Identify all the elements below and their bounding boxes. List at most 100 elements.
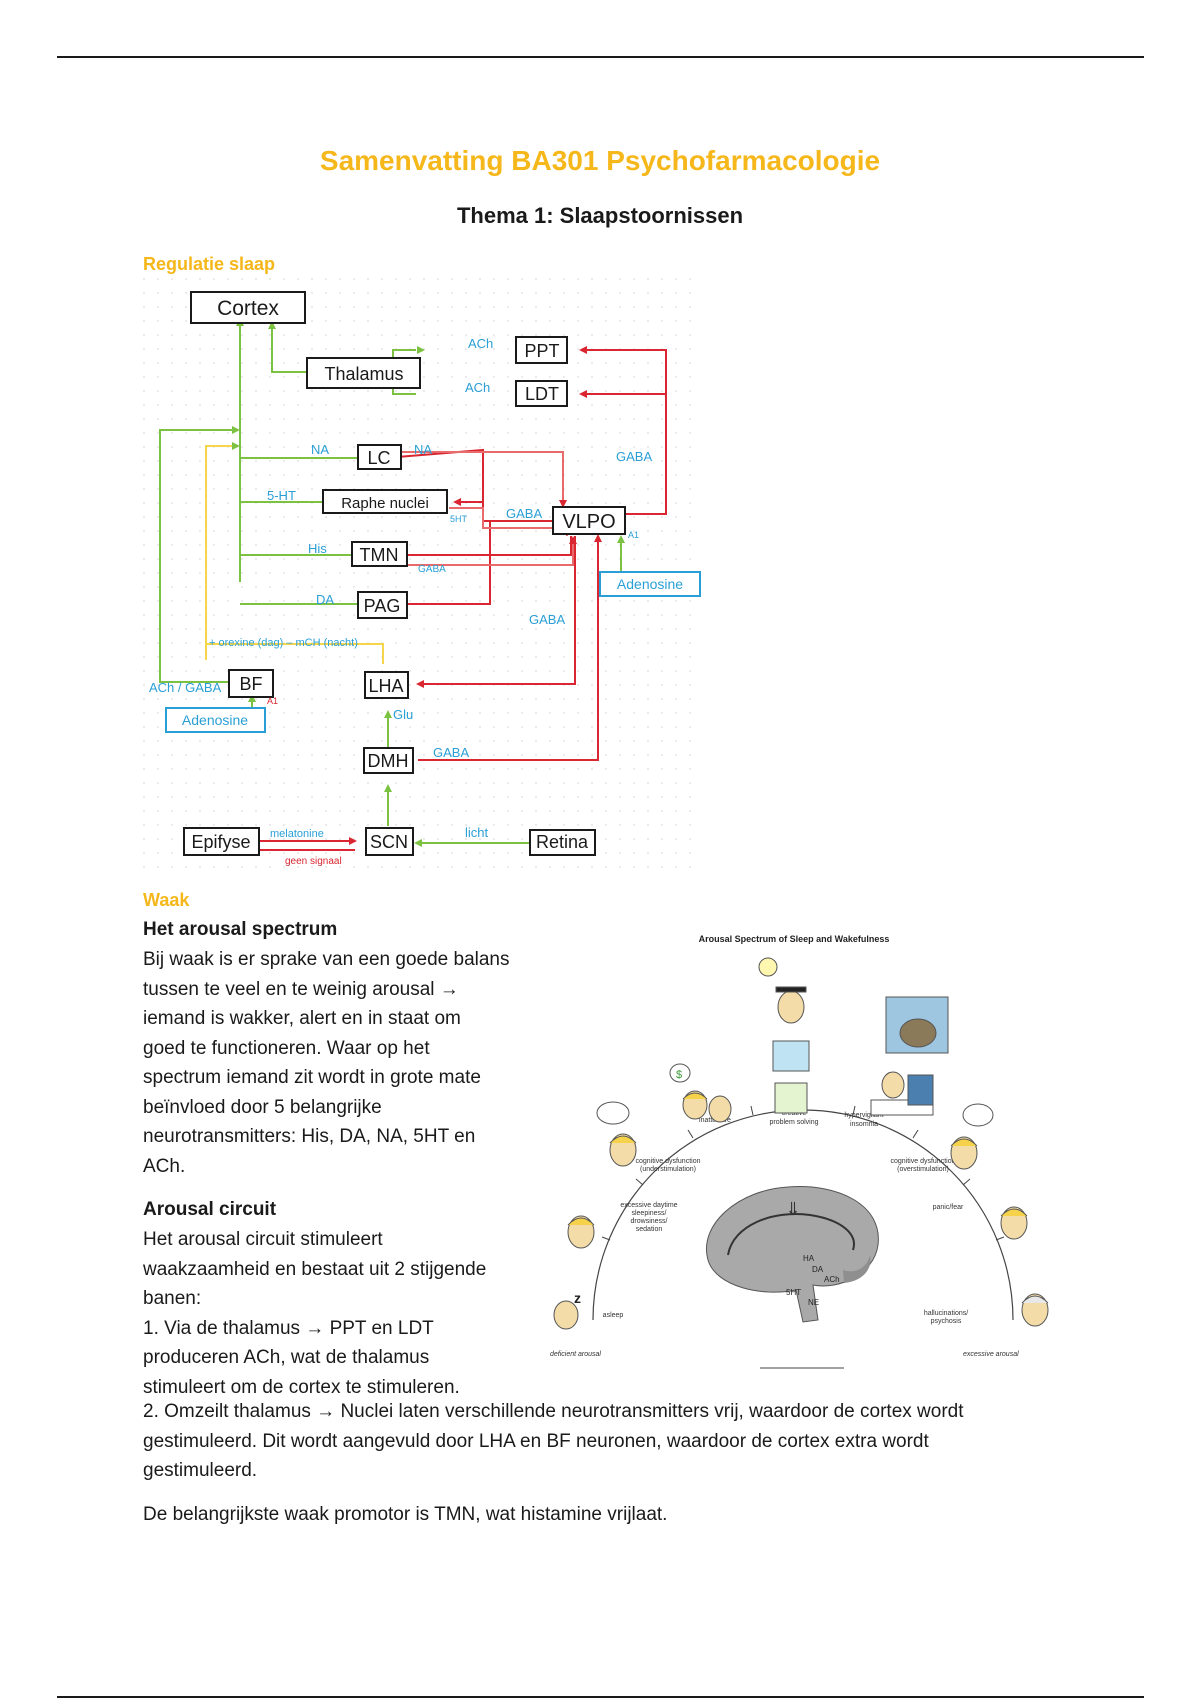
paragraph-omzeilt-thalamus: 2. Omzeilt thalamus → Nuclei laten versc… <box>143 1397 1063 1529</box>
alert-face-icon <box>772 1040 810 1114</box>
label-insomnia: insomnia <box>850 1121 878 1128</box>
paragraph-line: 1. Via de thalamus → PPT en LDT <box>143 1317 434 1339</box>
label-cogdys-under: cognitive dysfunction <box>636 1158 701 1165</box>
label-glu: Glu <box>393 707 413 722</box>
label-his: His <box>308 541 327 556</box>
label-5ht: 5-HT <box>267 488 296 503</box>
insomnia-face-icon <box>870 1071 934 1116</box>
paragraph-line: produceren ACh, wat de thalamus <box>143 1347 430 1368</box>
label-a1-bf: A1 <box>267 696 278 706</box>
paragraph-arousal-spectrum: Bij waak is er sprake van een goede bala… <box>143 945 510 1181</box>
node-dmh: DMH <box>368 751 409 771</box>
label-5ht-fig: 5HT <box>786 1288 801 1297</box>
label-sleepiness: sleepiness/ <box>631 1210 666 1217</box>
paragraph-line: neurotransmitters: His, DA, NA, 5HT en <box>143 1126 476 1147</box>
label-5ht-small: 5HT <box>450 514 468 524</box>
psychotic-face-icon <box>1021 1293 1049 1327</box>
node-lha: LHA <box>368 676 403 696</box>
figure-title: Arousal Spectrum of Sleep and Wakefulnes… <box>699 934 890 944</box>
node-vlpo: VLPO <box>562 511 615 533</box>
label-a1-vlpo: A1 <box>628 530 639 540</box>
node-ldt: LDT <box>525 384 559 404</box>
label-gaba-raphe: GABA <box>506 506 542 521</box>
node-adenosine-vlpo: Adenosine <box>617 576 683 592</box>
label-deficient-arousal: deficient arousal <box>550 1351 601 1358</box>
label-hallucinations: hallucinations/ <box>924 1310 968 1317</box>
label-da-fig: DA <box>812 1265 824 1274</box>
node-tmn: TMN <box>360 545 399 565</box>
paragraph-line: iemand is wakker, alert en in staat om <box>143 1008 461 1029</box>
down-arrow-icon: ⇓ <box>785 1199 800 1219</box>
label-drowsiness: drowsiness/ <box>631 1218 668 1225</box>
label-ach-gaba: ACh / GABA <box>149 680 222 695</box>
paragraph-line: stimuleert om de cortex te stimuleren. <box>143 1376 460 1398</box>
label-overstimulation: (overstimulation) <box>897 1166 949 1173</box>
node-scn: SCN <box>370 832 408 852</box>
label-ach-fig: ACh <box>824 1275 840 1284</box>
label-understimulation: (understimulation) <box>640 1166 696 1173</box>
paragraph-line: beïnvloed door 5 belangrijke <box>143 1096 382 1118</box>
bottom-rule <box>57 1696 1144 1698</box>
drowsy-face-icon <box>567 1215 595 1249</box>
node-thalamus: Thalamus <box>324 364 403 384</box>
label-eds: excessive daytime <box>620 1202 677 1209</box>
label-ne-fig: NE <box>808 1298 819 1307</box>
label-gaba-lha: GABA <box>529 612 565 627</box>
top-rule <box>57 56 1144 58</box>
label-psychosis: psychosis <box>931 1318 962 1325</box>
panicked-face-icon <box>1000 1206 1028 1240</box>
label-hypervigilant: hypervigilant <box>844 1112 883 1119</box>
label-cogdys-over: cognitive dysfunction <box>891 1158 956 1165</box>
node-cortex: Cortex <box>217 297 279 320</box>
document-title: Samenvatting BA301 Psychofarmacologie <box>319 145 881 176</box>
sleeping-face-icon: z <box>553 1290 581 1330</box>
paragraph-line: tussen te veel en te weinig arousal → <box>143 978 459 1000</box>
node-epifyse: Epifyse <box>191 832 250 852</box>
label-na-left: NA <box>311 442 329 457</box>
label-sedation: sedation <box>636 1226 663 1233</box>
node-retina: Retina <box>536 832 589 852</box>
label-na-right: NA <box>414 442 432 457</box>
label-geen-signaal: geen signaal <box>285 856 342 867</box>
paragraph-line: ACh. <box>143 1155 186 1177</box>
paragraph-line: 2. Omzeilt thalamus → Nuclei laten versc… <box>143 1401 964 1422</box>
distracted-faces-icon: $ <box>669 1063 732 1123</box>
label-panic-fear: panic/fear <box>933 1204 964 1211</box>
paragraph-tmn: De belangrijkste waak promotor is TMN, w… <box>143 1503 668 1525</box>
arousal-spectrum-figure: Arousal Spectrum of Sleep and Wakefulnes… <box>550 934 1049 1369</box>
node-ppt: PPT <box>524 341 559 361</box>
node-bf: BF <box>239 674 262 694</box>
paragraph-line: waakzaamheid en bestaat uit 2 stijgende <box>143 1258 487 1280</box>
label-da: DA <box>316 592 334 607</box>
paragraph-line: Het arousal circuit stimuleert <box>143 1229 383 1250</box>
label-ach-ldt: ACh <box>465 380 490 395</box>
document-subtitle: Thema 1: Slaapstoornissen <box>456 203 744 228</box>
svg-text:$: $ <box>676 1069 682 1081</box>
paragraph-line: gestimuleerd. <box>143 1460 258 1481</box>
paragraph-line: banen: <box>143 1288 202 1309</box>
node-pag: PAG <box>364 596 401 616</box>
brain-icon <box>706 1186 879 1323</box>
label-excessive-arousal: excessive arousal <box>963 1351 1019 1358</box>
paragraph-line: gestimuleerd. Dit wordt aangevuld door L… <box>143 1430 929 1452</box>
label-asleep: asleep <box>603 1312 624 1319</box>
label-ha: HA <box>803 1254 815 1263</box>
paragraph-arousal-circuit: Het arousal circuit stimuleert waakzaamh… <box>143 1225 486 1402</box>
inattentive-face-icon <box>596 1101 637 1167</box>
heading-arousal-spectrum: Het arousal spectrum <box>143 919 338 940</box>
label-ach-ppt: ACh <box>468 336 493 351</box>
label-melatonine: melatonine <box>270 828 324 840</box>
label-problem-solving: problem solving <box>769 1119 818 1126</box>
graduate-face-icon <box>758 957 807 1024</box>
heading-arousal-circuit: Arousal circuit <box>143 1199 277 1220</box>
section-regulatie-slaap: Regulatie slaap <box>143 254 276 274</box>
paragraph-line: Bij waak is er sprake van een goede bala… <box>143 949 510 970</box>
label-orexine-mch: + orexine (dag) – mCH (nacht) <box>209 637 358 649</box>
nightmare-picture-icon <box>885 996 949 1054</box>
section-waak: Waak <box>143 890 190 910</box>
anxious-face-icon <box>950 1103 994 1170</box>
svg-text:z: z <box>574 1290 581 1306</box>
node-lc: LC <box>367 448 390 468</box>
node-raphe: Raphe nuclei <box>341 495 429 512</box>
label-gaba-tmn: GABA <box>418 564 446 575</box>
